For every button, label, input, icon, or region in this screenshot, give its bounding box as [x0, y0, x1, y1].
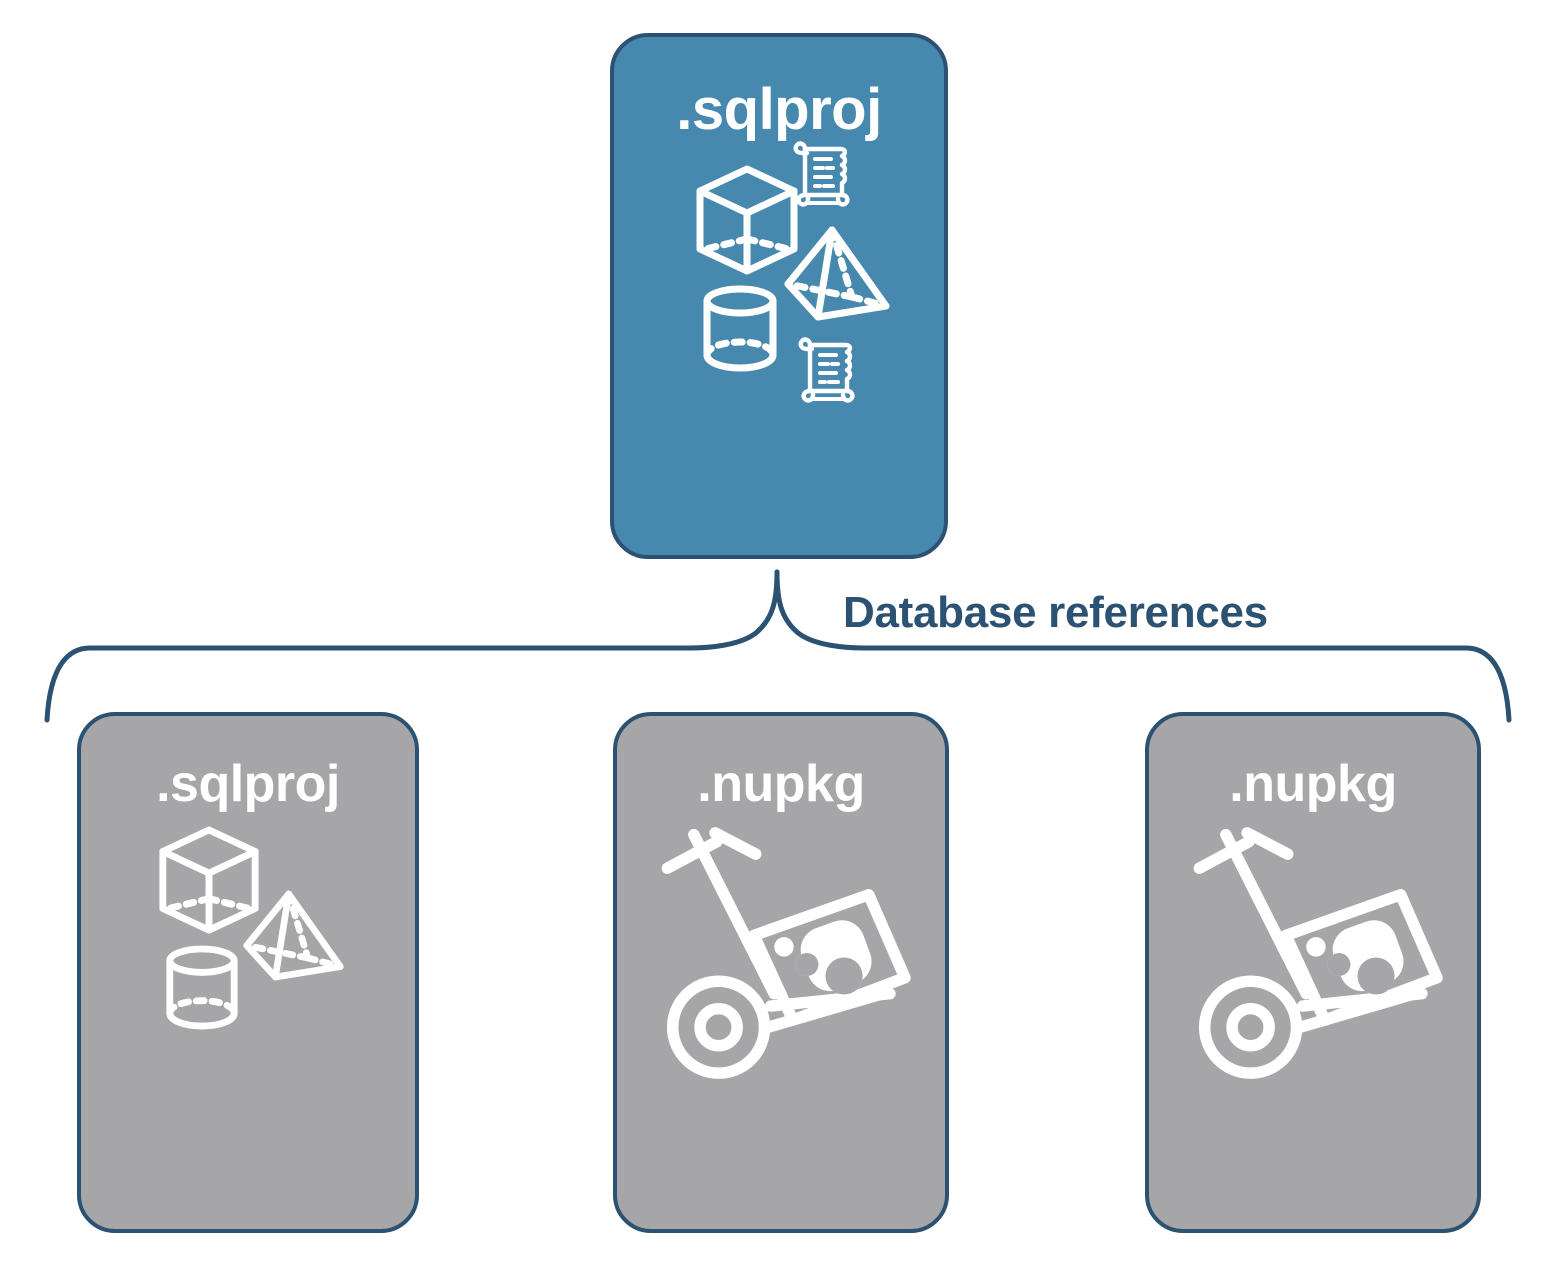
nuget-package-dolly-icon — [1193, 827, 1443, 1079]
reference-card-label: .nupkg — [697, 755, 865, 813]
root-project-card[interactable]: .sqlproj — [610, 33, 948, 559]
reference-card-label: .sqlproj — [156, 755, 340, 813]
reference-card-nupkg-2[interactable]: .nupkg — [1145, 712, 1481, 1233]
pyramid-icon — [784, 226, 890, 321]
reference-icon-group — [81, 810, 415, 1229]
reference-icon-group — [1149, 810, 1477, 1229]
root-project-label: .sqlproj — [676, 77, 882, 142]
brace-label: Database references — [843, 588, 1268, 637]
nuget-package-dolly-icon — [661, 827, 911, 1079]
reference-card-nupkg-1[interactable]: .nupkg — [613, 712, 949, 1233]
root-icon-group — [614, 139, 944, 555]
reference-card-label: .nupkg — [1229, 755, 1397, 813]
cube-icon — [159, 826, 259, 934]
cylinder-icon — [166, 945, 238, 1030]
reference-card-sqlproj[interactable]: .sqlproj — [77, 712, 419, 1233]
reference-icon-group — [617, 810, 945, 1229]
script-scroll-icon — [798, 337, 855, 403]
script-scroll-icon — [793, 141, 850, 207]
pyramid-icon — [243, 890, 344, 981]
cylinder-icon — [703, 285, 777, 372]
cube-icon — [696, 165, 798, 275]
